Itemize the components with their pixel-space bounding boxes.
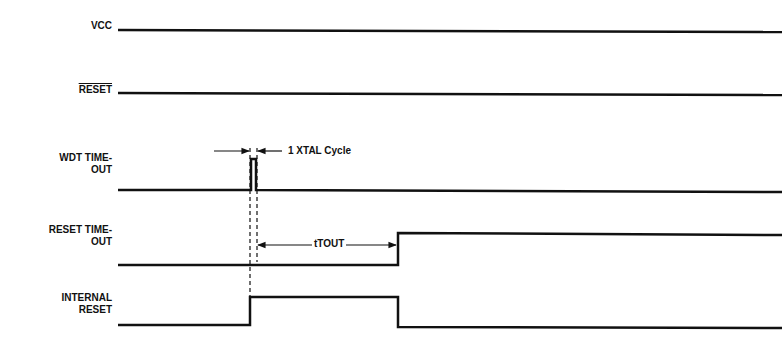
signal-name: RESET [42, 84, 112, 96]
dashed-guide [249, 148, 250, 300]
vcc-waveform [118, 30, 782, 32]
dashed-guide [256, 148, 257, 262]
signal-name: VCC [42, 20, 112, 32]
internal-reset-waveform [118, 297, 782, 328]
reset-waveform [118, 93, 782, 95]
signal-name: RESET TIME-OUT [42, 224, 112, 248]
dimension-label: 1 XTAL Cycle [286, 145, 353, 157]
wdt-timeout-waveform [118, 159, 782, 192]
timing-parameter: tTOUT [312, 238, 346, 250]
dimension-arrow [214, 150, 249, 151]
dimension-arrow [258, 150, 282, 151]
signal-name: WDT TIME-OUT [42, 152, 112, 176]
signal-name: INTERNAL RESET [42, 292, 112, 316]
reset-timeout-waveform [118, 233, 782, 265]
